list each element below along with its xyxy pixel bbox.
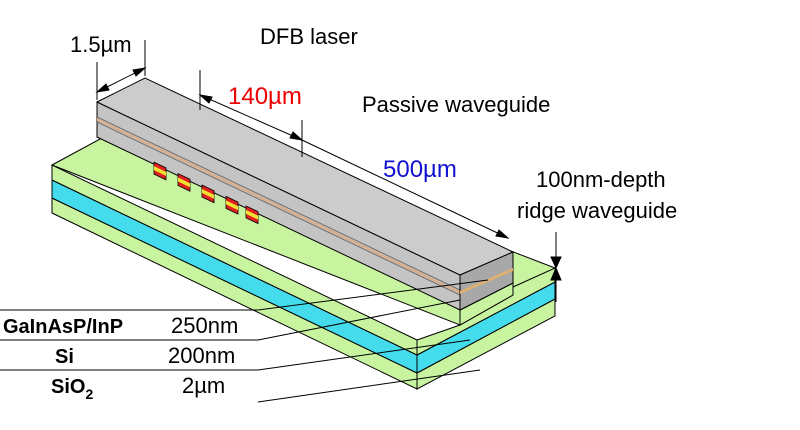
layer-material-sio2: SiO2 [51,376,93,402]
sio2-subscript: 2 [85,386,93,402]
dfb-laser-label: DFB laser [260,24,358,49]
layer-thickness-gainasp: 250nm [171,313,238,338]
end-face-active-stripe [460,268,513,294]
passive-length-label: 500µm [383,156,457,183]
grating-block [177,172,191,192]
grating-block [245,205,259,225]
layer-thickness-sio2: 2µm [182,373,225,398]
layer-thickness-si: 200nm [168,343,235,368]
laser-bar [95,77,515,311]
ridge-waveguide-label: ridge waveguide [517,198,677,223]
ridge-depth-label: 100nm-depth [536,167,666,192]
grating-block [225,195,239,215]
layer-material-si: Si [55,346,74,368]
width-label: 1.5µm [70,32,132,57]
dfb-grating [153,161,259,225]
active-layer-stripe [97,118,460,294]
layer-leader-lines [0,279,489,403]
passive-waveguide-label: Passive waveguide [362,92,550,117]
dfb-length-label: 140µm [228,83,302,110]
grating-block [153,161,167,181]
grating-block [201,184,215,204]
layer-material-gainasp: GaInAsP/InP [3,316,123,338]
sio2-base: SiO [51,376,85,398]
dimension-lines [95,40,562,302]
